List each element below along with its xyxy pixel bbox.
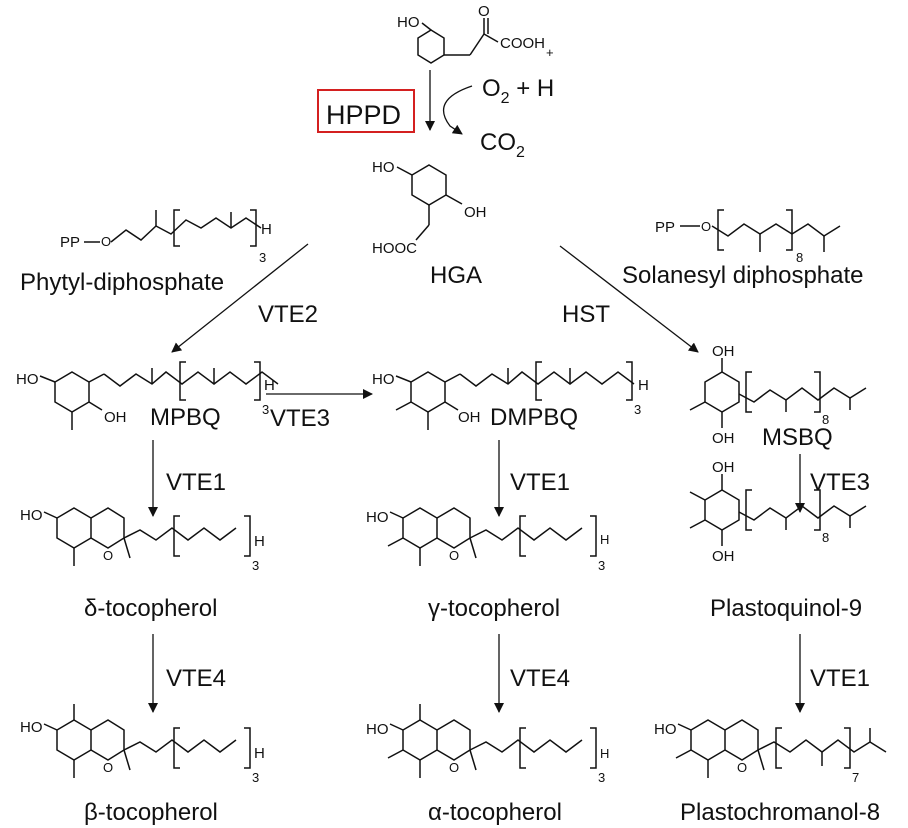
hga-structure: HO OH HOOC bbox=[372, 159, 487, 257]
plastoquinol-structure: OH OH 8 bbox=[689, 459, 867, 565]
dmpbq-label: DMPBQ bbox=[490, 404, 578, 431]
beta-h-label: H bbox=[254, 745, 265, 762]
beta-o-label: O bbox=[103, 760, 113, 775]
solanesyl-label: Solanesyl diphosphate bbox=[622, 262, 864, 289]
hga-label: HGA bbox=[430, 262, 482, 289]
hppd-label: HPPD bbox=[326, 100, 401, 130]
delta-ho-label: HO bbox=[20, 507, 43, 524]
phytyl-label: Phytyl-diphosphate bbox=[20, 269, 224, 296]
mpbq-ho-label: HO bbox=[16, 371, 39, 388]
solanesyl-o-label: O bbox=[701, 219, 711, 234]
phytyl-diphosphate-structure: PP O H 3 bbox=[60, 209, 272, 265]
mpbq-oh-label: OH bbox=[104, 409, 127, 426]
msbq-oh-bottom-label: OH bbox=[712, 430, 735, 447]
phytyl-pp-label: PP bbox=[60, 234, 80, 251]
plastochromanol-ho-label: HO bbox=[654, 721, 677, 738]
solanesyl-pp-label: PP bbox=[655, 219, 675, 236]
hga-hooc-label: HOOC bbox=[372, 240, 417, 257]
hga-oh-label: OH bbox=[464, 204, 487, 221]
dmpbq-structure: HO OH H 3 bbox=[372, 361, 649, 430]
plastochromanol-structure: HO O 7 bbox=[654, 719, 887, 785]
hst-label: HST bbox=[562, 301, 610, 328]
o2-label: O bbox=[482, 75, 501, 102]
o2-co2-curved-arrow bbox=[442, 85, 473, 135]
plus-h-label: + H bbox=[510, 75, 555, 102]
hppd-highlight-box bbox=[317, 89, 415, 133]
beta-ho-label: HO bbox=[20, 719, 43, 736]
plastoquinol-oh-top-label: OH bbox=[712, 459, 735, 476]
msbq-oh-top-label: OH bbox=[712, 343, 735, 360]
alpha-ho-label: HO bbox=[366, 721, 389, 738]
hpp-structure: HO O COOH + bbox=[397, 3, 554, 64]
hpp-cooh-label: COOH bbox=[500, 35, 545, 52]
hpp-o-label: O bbox=[478, 3, 490, 20]
delta-tocopherol-label: δ-tocopherol bbox=[84, 595, 217, 622]
delta-h-label: H bbox=[254, 533, 265, 550]
co2-label-group: CO2 bbox=[480, 129, 525, 161]
beta-tocopherol-structure: HO O H 3 bbox=[20, 704, 265, 785]
plastoquinol-label: Plastoquinol-9 bbox=[710, 595, 862, 622]
mpbq-repeat: 3 bbox=[262, 402, 269, 417]
gamma-tocopherol-label: γ-tocopherol bbox=[428, 595, 560, 622]
gamma-h-label: H bbox=[600, 532, 609, 547]
vte1-center-label: VTE1 bbox=[510, 469, 570, 496]
solanesyl-diphosphate-structure: PP O 8 bbox=[655, 209, 841, 265]
plastochromanol-o-label: O bbox=[737, 760, 747, 775]
o2-subscript: 2 bbox=[501, 90, 510, 107]
alpha-o-label: O bbox=[449, 760, 459, 775]
co2-label: CO bbox=[480, 129, 516, 156]
phytyl-h-label: H bbox=[261, 221, 272, 238]
hst-arrow bbox=[559, 245, 699, 353]
beta-repeat: 3 bbox=[252, 770, 259, 785]
phytyl-o-label: O bbox=[101, 234, 111, 249]
msbq-repeat: 8 bbox=[822, 412, 829, 427]
beta-tocopherol-label: β-tocopherol bbox=[84, 799, 218, 826]
delta-repeat: 3 bbox=[252, 558, 259, 573]
alpha-h-label: H bbox=[600, 746, 609, 761]
vte2-label: VTE2 bbox=[258, 301, 318, 328]
solanesyl-repeat: 8 bbox=[796, 250, 803, 265]
dmpbq-oh-label: OH bbox=[458, 409, 481, 426]
vte4-center-label: VTE4 bbox=[510, 665, 570, 692]
vte4-left-label: VTE4 bbox=[166, 665, 226, 692]
vte3-right-label: VTE3 bbox=[810, 469, 870, 496]
hga-ho-label: HO bbox=[372, 159, 395, 176]
hpp-ho-label: HO bbox=[397, 14, 420, 31]
gamma-o-label: O bbox=[449, 548, 459, 563]
vte3-center-label: VTE3 bbox=[270, 405, 330, 432]
alpha-tocopherol-structure: HO O H 3 bbox=[366, 704, 609, 785]
mpbq-label: MPBQ bbox=[150, 404, 221, 431]
plastoquinol-oh-bottom-label: OH bbox=[712, 548, 735, 565]
plastochromanol-label: Plastochromanol-8 bbox=[680, 799, 880, 826]
vte1-right-label: VTE1 bbox=[810, 665, 870, 692]
msbq-label: MSBQ bbox=[762, 424, 833, 451]
dmpbq-h-label: H bbox=[638, 377, 649, 394]
hpp-plus: + bbox=[546, 45, 554, 60]
gamma-tocopherol-structure: HO O H 3 bbox=[366, 507, 609, 573]
gamma-repeat: 3 bbox=[598, 558, 605, 573]
phytyl-repeat: 3 bbox=[259, 250, 266, 265]
plastochromanol-repeat: 7 bbox=[852, 770, 859, 785]
delta-o-label: O bbox=[103, 548, 113, 563]
alpha-tocopherol-label: α-tocopherol bbox=[428, 799, 562, 826]
co2-subscript: 2 bbox=[516, 144, 525, 161]
dmpbq-ho-label: HO bbox=[372, 371, 395, 388]
vte2-arrow bbox=[171, 243, 309, 353]
delta-tocopherol-structure: HO O H 3 bbox=[20, 507, 265, 573]
dmpbq-repeat: 3 bbox=[634, 402, 641, 417]
gamma-ho-label: HO bbox=[366, 509, 389, 526]
mpbq-structure: HO OH H 3 bbox=[16, 361, 279, 430]
mpbq-h-label: H bbox=[264, 377, 275, 394]
msbq-structure: OH OH 8 bbox=[689, 343, 867, 447]
vte1-left-label: VTE1 bbox=[166, 469, 226, 496]
alpha-repeat: 3 bbox=[598, 770, 605, 785]
plastoquinol-repeat: 8 bbox=[822, 530, 829, 545]
o2-h-label: O2 + H bbox=[482, 75, 554, 107]
